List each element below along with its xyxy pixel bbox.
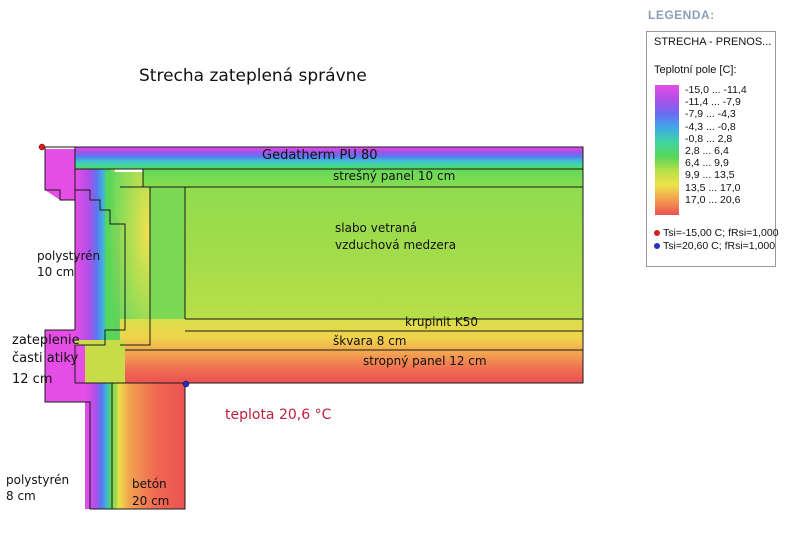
label-skvara: škvara 8 cm — [333, 334, 407, 348]
legend-range: -4,3 ... -0,8 — [685, 120, 736, 133]
legend-point-outer: Tsi=-15,00 C; fRsi=1,000 — [654, 227, 779, 239]
label-cavity-line2: vzduchová medzera — [335, 238, 457, 252]
gedatherm-layer — [75, 147, 583, 169]
diagram-title: Strecha zateplená správne — [139, 66, 367, 86]
legend-ranges: -15,0 ... -11,4 -11,4 ... -7,9 -7,9 ... … — [685, 84, 747, 206]
label-attic-line2: časti atiky — [12, 351, 79, 366]
outer-temperature-point — [38, 143, 46, 151]
legend-range: -15,0 ... -11,4 — [685, 84, 747, 96]
legend-range: -7,9 ... -4,3 — [685, 108, 736, 121]
roof-panel-layer — [143, 169, 583, 187]
legend-range: -11,4 ... -7,9 — [685, 96, 741, 109]
red-dot-icon — [654, 230, 660, 237]
label-attic-line3: 12 cm — [12, 372, 53, 387]
label-attic-line1: zateplenie — [12, 333, 80, 348]
legend-range: -0,8 ... 2,8 — [685, 132, 733, 145]
outline-lines — [43, 146, 584, 510]
air-cavity — [185, 187, 583, 319]
label-ceiling-panel: stropný panel 12 cm — [363, 354, 487, 368]
label-concrete-line1: betón — [132, 477, 167, 491]
legend-range: 13,5 ... 17,0 — [685, 181, 741, 194]
label-polystyrene10-line2: 10 cm — [37, 265, 75, 279]
label-polystyrene8-line1: polystyrén — [6, 473, 70, 487]
legend-point-inner: Tsi=20,60 C; fRsi=1,000 — [654, 240, 775, 252]
label-cavity-line1: slabo vetraná — [335, 221, 418, 235]
legend-model-name: STRECHA - PRENOS... — [654, 36, 772, 48]
cavity-edge — [150, 187, 185, 319]
attic-insulation-block — [45, 345, 85, 402]
parapet-outer-insulation — [45, 149, 150, 402]
interior-temperature-note: teplota 20,6 °C — [225, 407, 332, 423]
legend-unit: Teplotní pole [C]: — [654, 64, 737, 76]
label-concrete-line2: 20 cm — [132, 494, 170, 508]
legend-color-scale — [655, 85, 679, 215]
inner-temperature-point — [182, 380, 190, 388]
legend-range: 2,8 ... 6,4 — [685, 144, 729, 157]
label-polystyrene8-line2: 8 cm — [6, 489, 36, 503]
slab-layers — [120, 319, 583, 383]
legend-point-inner-text: Tsi=20,60 C; fRsi=1,000 — [663, 240, 776, 252]
label-roof-panel: strešný panel 10 cm — [333, 169, 456, 183]
label-krupinit: krupinit K50 — [405, 315, 479, 329]
legend-panel: STRECHA - PRENOS... Teplotní pole [C]: -… — [646, 31, 779, 267]
blue-dot-icon — [654, 243, 660, 250]
label-polystyrene10-line1: polystyrén — [37, 249, 101, 263]
legend-point-outer-text: Tsi=-15,00 C; fRsi=1,000 — [663, 227, 779, 239]
legend-range: 6,4 ... 9,9 — [685, 157, 729, 170]
legend-range: 17,0 ... 20,6 — [685, 193, 741, 206]
legend-heading: LEGENDA: — [648, 8, 715, 22]
label-gedatherm: Gedatherm PU 80 — [262, 148, 378, 163]
legend-range: 9,9 ... 13,5 — [685, 169, 735, 182]
